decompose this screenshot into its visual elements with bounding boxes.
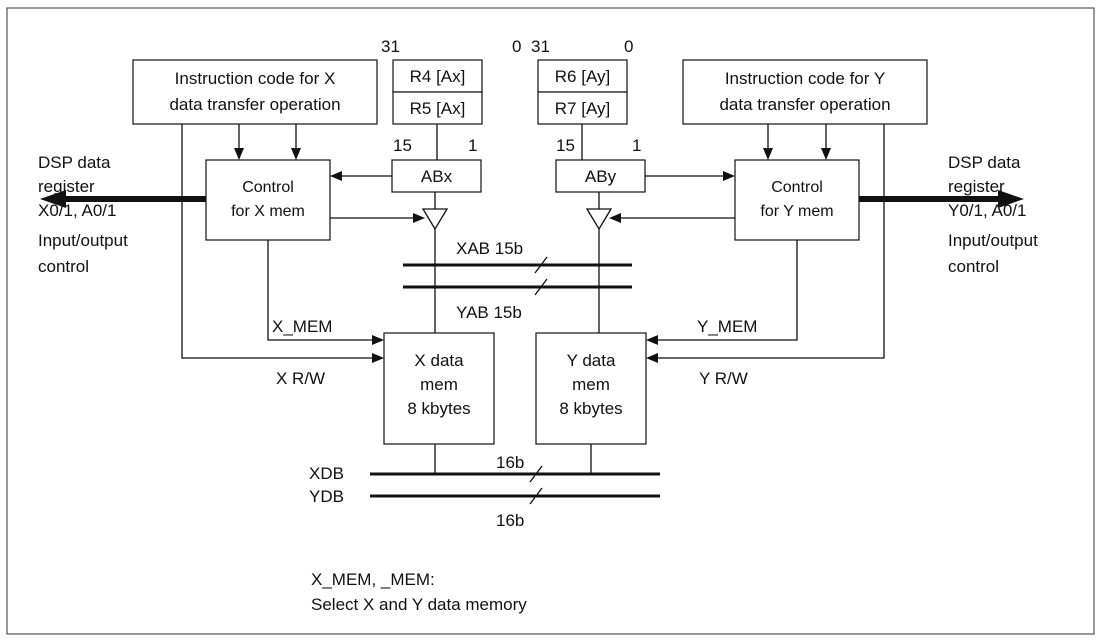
y-reg-lsb: 0 — [624, 37, 633, 56]
abx-to-control-arrow — [330, 171, 392, 181]
left-label-line4: Input/output — [38, 231, 128, 250]
right-thick-arrow — [859, 190, 1024, 208]
reg-r5: R5 [Ax] — [410, 99, 466, 118]
abx-label: ABx — [421, 167, 453, 186]
right-label-line3: Y0/1, A0/1 — [948, 201, 1026, 220]
y-mem-signal-label: Y_MEM — [697, 317, 757, 336]
instr-y-line1: Instruction code for Y — [725, 69, 885, 88]
left-side-label: DSP data register X0/1, A0/1 Input/outpu… — [38, 153, 128, 276]
xmem-line2: mem — [420, 375, 458, 394]
y-rw-path — [646, 124, 885, 363]
x-mem-path — [267, 240, 384, 345]
reg-r6: R6 [Ay] — [555, 67, 610, 86]
y-reg-msb: 31 — [531, 37, 550, 56]
control-x-line1: Control — [242, 179, 294, 196]
register-x-stack: R4 [Ax] R5 [Ax] — [392, 59, 483, 125]
xdb-width-label: 16b — [496, 453, 524, 472]
reg-r7: R7 [Ay] — [555, 99, 610, 118]
register-y-stack: R6 [Ay] R7 [Ay] — [537, 59, 628, 125]
note-line1: X_MEM, _MEM: — [311, 570, 435, 589]
y-rw-signal-label: Y R/W — [699, 369, 748, 388]
outer-frame — [6, 7, 1095, 635]
abx-lsb: 1 — [468, 136, 477, 155]
x-mem-signal-label: X_MEM — [272, 317, 332, 336]
abx-block: ABx — [391, 159, 482, 193]
control-x-block: Control for X mem — [205, 159, 331, 241]
x-reg-msb: 31 — [381, 37, 400, 56]
ydb-label: YDB — [309, 487, 344, 506]
aby-block: ABy — [555, 159, 646, 193]
yab-label: YAB 15b — [456, 303, 522, 322]
left-label-line2: register — [38, 177, 95, 196]
y-mem-path — [646, 240, 798, 345]
right-label-line5: control — [948, 257, 999, 276]
aby-to-control-arrow — [645, 171, 735, 181]
xmem-line3: 8 kbytes — [407, 399, 470, 418]
ymem-line2: mem — [572, 375, 610, 394]
right-side-label: DSP data register Y0/1, A0/1 Input/outpu… — [948, 153, 1038, 276]
instr-y-block: Instruction code for Y data transfer ope… — [682, 59, 928, 125]
instr-y-line2: data transfer operation — [719, 95, 890, 114]
aby-label: ABy — [585, 167, 617, 186]
control-y-block: Control for Y mem — [734, 159, 860, 241]
x-rw-signal-label: X R/W — [276, 369, 325, 388]
abx-msb: 15 — [393, 136, 412, 155]
ymem-block: Y data mem 8 kbytes — [535, 332, 647, 445]
ymem-line3: 8 kbytes — [559, 399, 622, 418]
ydb-width-label: 16b — [496, 511, 524, 530]
ydb-bus: YDB 16b — [309, 487, 660, 530]
bit-labels: 31 0 31 0 15 1 15 1 — [381, 37, 641, 155]
xab-label: XAB 15b — [456, 239, 523, 258]
xmem-block: X data mem 8 kbytes — [383, 332, 495, 445]
left-label-line5: control — [38, 257, 89, 276]
instr-x-line2: data transfer operation — [169, 95, 340, 114]
left-label-line3: X0/1, A0/1 — [38, 201, 116, 220]
right-label-line1: DSP data — [948, 153, 1021, 172]
xdb-bus: XDB 16b — [309, 444, 660, 483]
aby-msb: 15 — [556, 136, 575, 155]
reg-r4: R4 [Ax] — [410, 67, 466, 86]
instr-x-block: Instruction code for X data transfer ope… — [132, 59, 378, 125]
y-buffer — [585, 192, 735, 231]
x-rw-path — [181, 124, 384, 363]
yab-bus: YAB 15b — [403, 278, 632, 322]
ymem-line1: Y data — [567, 351, 616, 370]
control-x-line2: for X mem — [231, 203, 305, 220]
right-label-line2: register — [948, 177, 1005, 196]
note-line2: Select X and Y data memory — [311, 595, 527, 614]
x-buffer — [330, 192, 449, 231]
x-reg-lsb: 0 — [512, 37, 521, 56]
instr-x-line1: Instruction code for X — [175, 69, 336, 88]
control-y-line2: for Y mem — [760, 203, 833, 220]
left-label-line1: DSP data — [38, 153, 111, 172]
instr-y-to-control-arrows — [763, 124, 831, 160]
xdb-label: XDB — [309, 464, 344, 483]
left-thick-arrow — [40, 190, 206, 208]
aby-lsb: 1 — [632, 136, 641, 155]
footnote: X_MEM, _MEM: Select X and Y data memory — [311, 570, 527, 614]
xab-bus: XAB 15b — [403, 239, 632, 274]
control-y-line1: Control — [771, 179, 823, 196]
instr-x-to-control-arrows — [234, 124, 301, 160]
right-label-line4: Input/output — [948, 231, 1038, 250]
xmem-line1: X data — [414, 351, 464, 370]
